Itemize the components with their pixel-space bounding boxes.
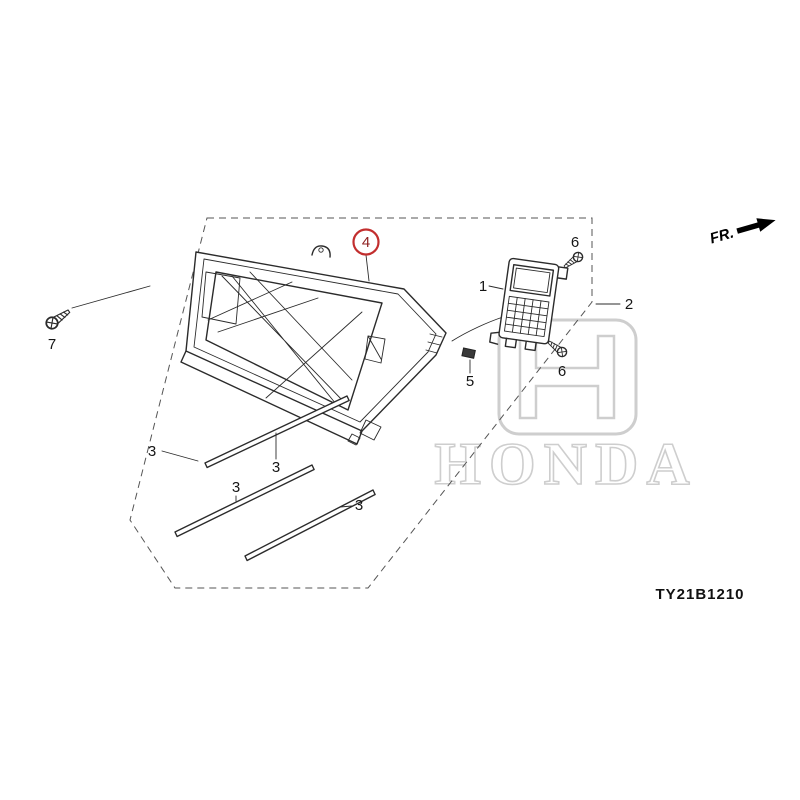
fr-direction: FR. [708, 218, 776, 248]
unit-display-inner [513, 267, 551, 294]
unit-connectors [504, 337, 537, 352]
leader-line [339, 505, 353, 508]
callout-6b-label[interactable]: 6 [558, 363, 566, 380]
screw-icon [43, 305, 74, 332]
label-patch [201, 271, 241, 325]
callout-4-circle[interactable] [352, 228, 380, 256]
leader-line [488, 285, 504, 290]
callout-1-label[interactable]: 1 [479, 278, 487, 295]
inner-bezel [193, 258, 437, 423]
clip-5 [461, 347, 476, 374]
honda-watermark-text: HONDA [434, 431, 697, 497]
clip-icon [461, 347, 476, 359]
detail-box [364, 335, 386, 364]
screw-icon [545, 337, 570, 360]
fr-direction-label: FR. [708, 225, 736, 248]
honda-watermark: HONDA [434, 318, 697, 498]
callout-4-label[interactable]: 4 [362, 234, 370, 251]
control-unit [489, 257, 569, 352]
screw-6-top [561, 249, 586, 272]
mounting-tab [311, 245, 331, 258]
leader-line [365, 254, 370, 282]
screen-glass [205, 271, 383, 411]
connector-right [425, 333, 443, 354]
callout-4-highlight[interactable]: 4 [352, 228, 380, 282]
callout-3b-label[interactable]: 3 [272, 459, 280, 476]
mounting-ears [489, 266, 569, 345]
leader-line [161, 450, 199, 462]
fr-arrow-icon [756, 218, 776, 232]
callout-7-label[interactable]: 7 [48, 336, 56, 353]
diagram-code: TY21B1210 [655, 586, 744, 603]
fr-arrow-shaft [736, 221, 761, 234]
screw-7 [43, 285, 151, 332]
tab-hole [318, 247, 324, 253]
trim-strip-1 [204, 395, 350, 469]
callout-5-label[interactable]: 5 [466, 373, 474, 390]
callout-3c-label[interactable]: 3 [232, 479, 240, 496]
reflection-lines [207, 271, 363, 405]
unit-display [509, 263, 555, 297]
honda-h-logo-icon [518, 334, 616, 420]
callout-3d-label[interactable]: 3 [355, 497, 363, 514]
unit-buttons [504, 297, 549, 336]
trim-strip-3 [244, 489, 376, 562]
callout-6-label[interactable]: 6 [571, 234, 579, 251]
honda-logo-border [497, 318, 638, 436]
callout-3-label[interactable]: 3 [148, 443, 156, 460]
screw-icon [561, 249, 586, 272]
callout-2-label[interactable]: 2 [625, 296, 633, 313]
trim-strips [161, 395, 376, 562]
connector-bottom [347, 419, 382, 446]
leader-line [71, 285, 151, 309]
screw-6-bottom [545, 337, 570, 360]
harness-line [451, 316, 504, 342]
display-screen-assembly [180, 245, 504, 446]
trim-strip-2 [174, 464, 315, 538]
dashed-boundary [129, 217, 593, 589]
unit-button-panel [504, 295, 550, 338]
